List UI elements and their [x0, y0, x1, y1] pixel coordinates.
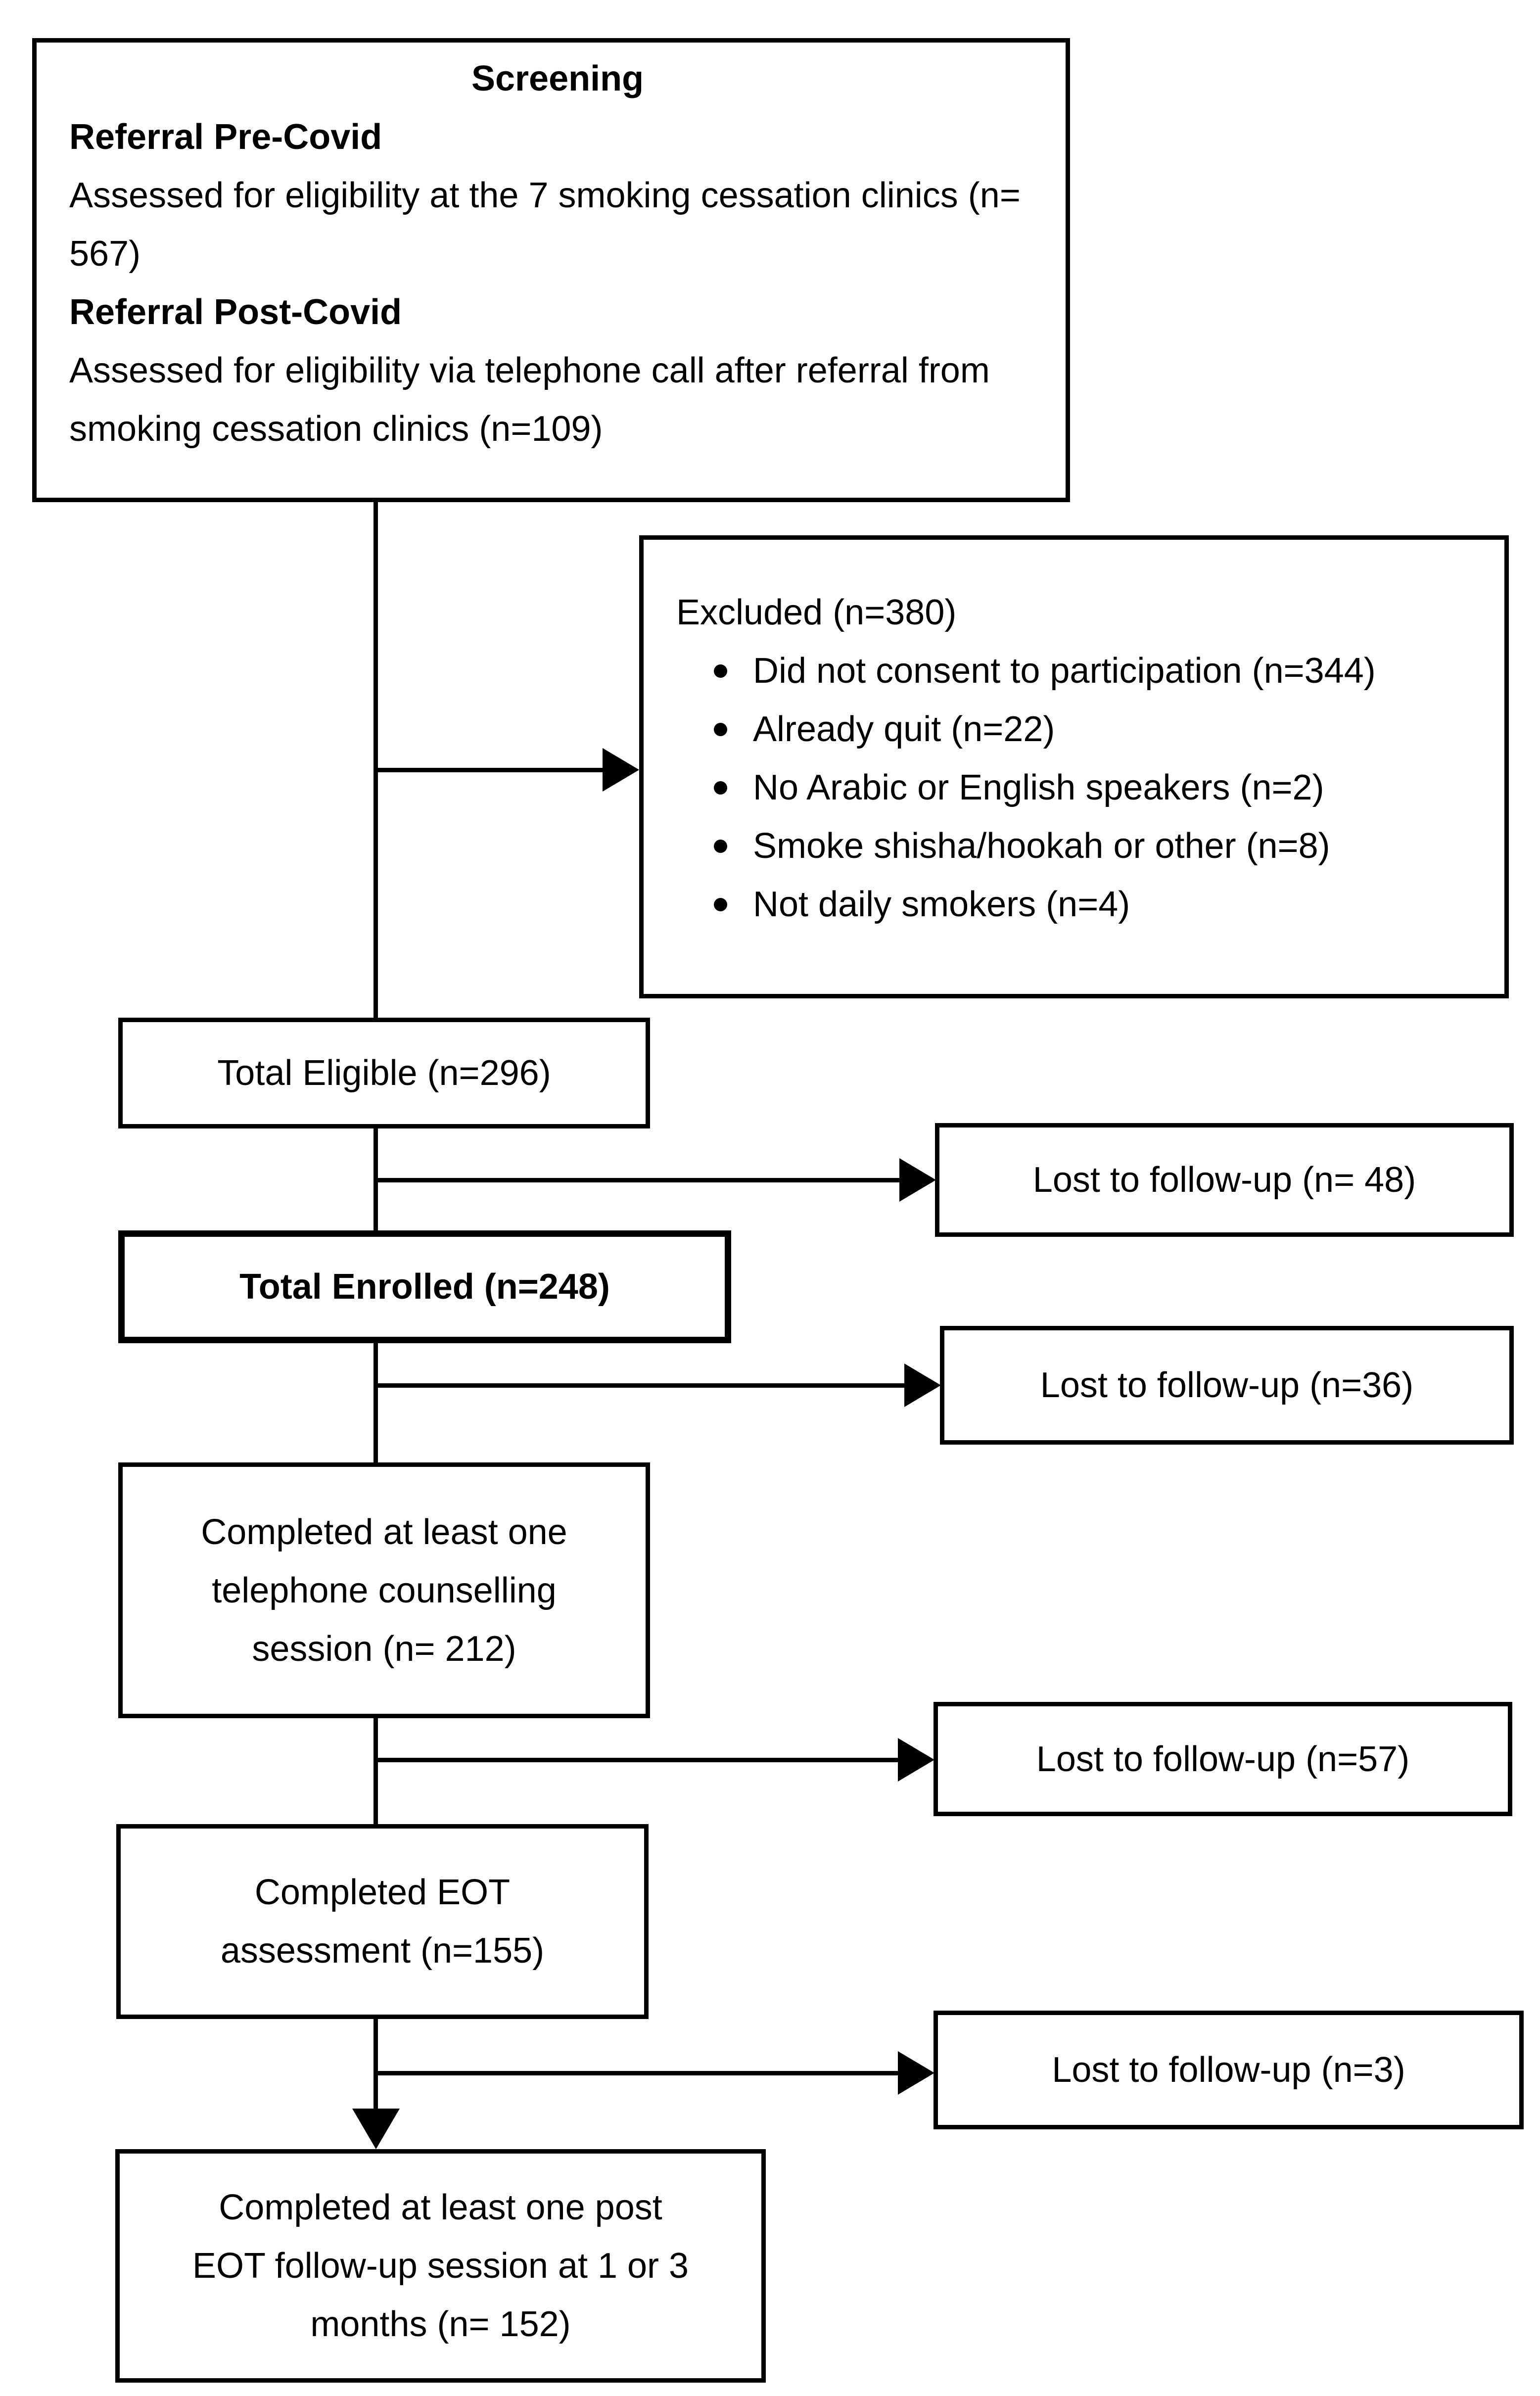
- excluded-item: Smoke shisha/hookah or other (n=8): [714, 817, 1485, 875]
- completed-post-eot-box: Completed at least one post EOT follow-u…: [115, 2149, 766, 2383]
- completed-eot-box: Completed EOT assessment (n=155): [116, 1824, 649, 2019]
- total-enrolled-label: Total Enrolled (n=248): [239, 1267, 610, 1307]
- connector-screening-to-eligible: [373, 502, 378, 1018]
- arrowhead-right-icon: [898, 2051, 934, 2095]
- completed-counselling-box: Completed at least one telephone counsel…: [118, 1462, 650, 1718]
- excluded-list: Did not consent to participation (n=344)…: [676, 642, 1485, 934]
- screening-box: Screening Referral Pre-Covid Assessed fo…: [32, 38, 1070, 502]
- excluded-item: No Arabic or English speakers (n=2): [714, 758, 1485, 817]
- referral-pre-covid-text: Assessed for eligibility at the 7 smokin…: [69, 176, 1021, 274]
- connector-to-lost-57: [373, 1758, 899, 1762]
- lost-to-followup-48-box: Lost to follow-up (n= 48): [935, 1123, 1514, 1237]
- lost-to-followup-36-label: Lost to follow-up (n=36): [1040, 1365, 1414, 1405]
- lost-to-followup-3-label: Lost to follow-up (n=3): [1052, 2050, 1405, 2090]
- excluded-item-label: Not daily smokers (n=4): [753, 885, 1130, 924]
- bullet-icon: [714, 840, 727, 853]
- bullet-icon: [714, 781, 727, 795]
- excluded-title: Excluded (n=380): [676, 593, 957, 632]
- referral-post-covid-text: Assessed for eligibility via telephone c…: [69, 351, 990, 449]
- lost-to-followup-57-box: Lost to follow-up (n=57): [933, 1702, 1512, 1816]
- arrowhead-right-icon: [904, 1363, 941, 1407]
- connector-to-excluded: [373, 768, 605, 772]
- excluded-item: Did not consent to participation (n=344): [714, 642, 1485, 700]
- excluded-item-label: Smoke shisha/hookah or other (n=8): [753, 826, 1330, 866]
- excluded-item: Already quit (n=22): [714, 700, 1485, 758]
- completed-counselling-label: Completed at least one telephone counsel…: [201, 1512, 567, 1669]
- excluded-item-label: Did not consent to participation (n=344): [753, 651, 1376, 691]
- bullet-icon: [714, 664, 727, 678]
- completed-post-eot-label: Completed at least one post EOT follow-u…: [192, 2188, 689, 2344]
- connector-enrolled-to-counselling: [373, 1343, 378, 1462]
- lost-to-followup-57-label: Lost to follow-up (n=57): [1036, 1739, 1410, 1779]
- total-eligible-label: Total Eligible (n=296): [217, 1053, 551, 1093]
- referral-pre-covid-heading: Referral Pre-Covid: [69, 117, 382, 157]
- excluded-item-label: No Arabic or English speakers (n=2): [753, 768, 1324, 807]
- total-enrolled-box: Total Enrolled (n=248): [118, 1230, 731, 1343]
- referral-post-covid-heading: Referral Post-Covid: [69, 292, 402, 332]
- arrowhead-right-icon: [899, 1158, 936, 1202]
- connector-to-lost-48: [373, 1178, 900, 1182]
- connector-to-lost-3: [373, 2071, 899, 2075]
- lost-to-followup-3-box: Lost to follow-up (n=3): [933, 2011, 1524, 2129]
- bullet-icon: [714, 723, 727, 736]
- arrowhead-right-icon: [898, 1738, 934, 1782]
- lost-to-followup-36-box: Lost to follow-up (n=36): [940, 1326, 1514, 1445]
- connector-to-lost-36: [373, 1383, 905, 1388]
- completed-eot-label: Completed EOT assessment (n=155): [220, 1873, 545, 1971]
- excluded-item-label: Already quit (n=22): [753, 709, 1055, 749]
- lost-to-followup-48-label: Lost to follow-up (n= 48): [1032, 1160, 1416, 1200]
- screening-title: Screening: [471, 59, 644, 98]
- connector-counselling-to-eot: [373, 1718, 378, 1824]
- total-eligible-box: Total Eligible (n=296): [118, 1018, 650, 1128]
- excluded-box: Excluded (n=380) Did not consent to part…: [639, 535, 1509, 998]
- arrowhead-down-icon: [352, 2109, 400, 2149]
- bullet-icon: [714, 898, 727, 911]
- excluded-item: Not daily smokers (n=4): [714, 875, 1485, 934]
- arrowhead-right-icon: [603, 748, 639, 792]
- connector-eot-to-posteot: [373, 2019, 378, 2110]
